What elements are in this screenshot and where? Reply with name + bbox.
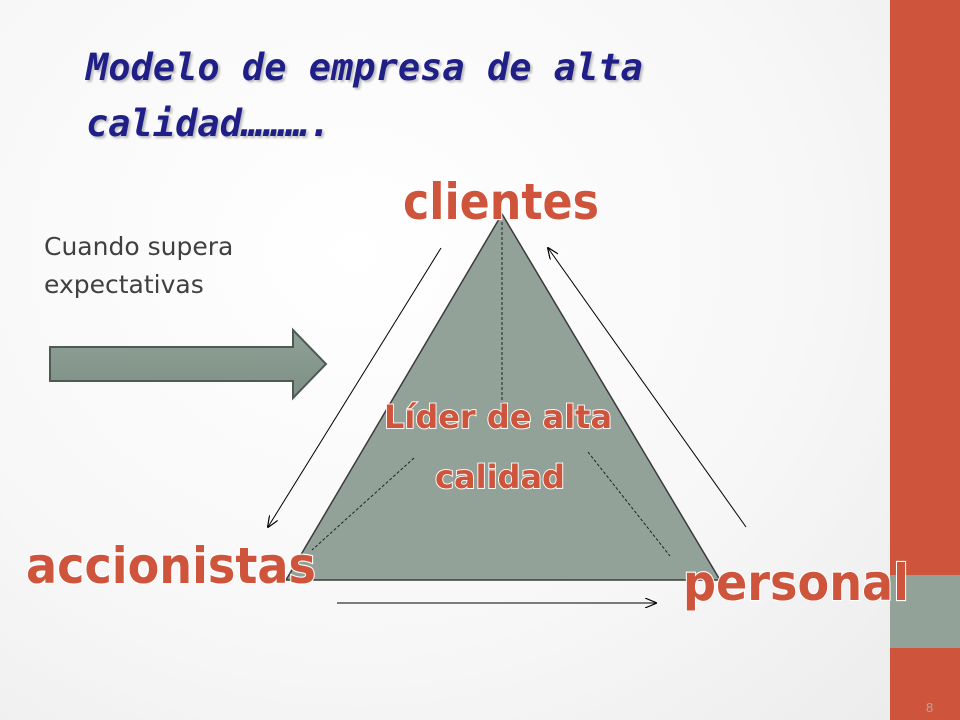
triangle-shape (284, 212, 722, 581)
arrow-personal-to-clientes (548, 248, 747, 528)
vertex-label-clientes: clientes (403, 173, 599, 231)
slide-title: Modelo de empresa de alta calidad………. (86, 46, 643, 145)
center-label-line2: calidad (435, 458, 565, 496)
block-arrow-shape (49, 327, 328, 401)
side-accent-block (890, 575, 960, 648)
caption-text: Cuando supera expectativas (44, 232, 234, 299)
dashed-line-left (311, 457, 415, 551)
center-label-line1: Líder de alta (384, 398, 612, 436)
dashed-line-right (587, 451, 671, 557)
vertex-label-accionistas: accionistas (26, 537, 316, 595)
arrow-clientes-to-accionistas (268, 247, 442, 527)
page-number: 8 (926, 700, 934, 715)
vertex-label-personal: personal (683, 554, 909, 612)
